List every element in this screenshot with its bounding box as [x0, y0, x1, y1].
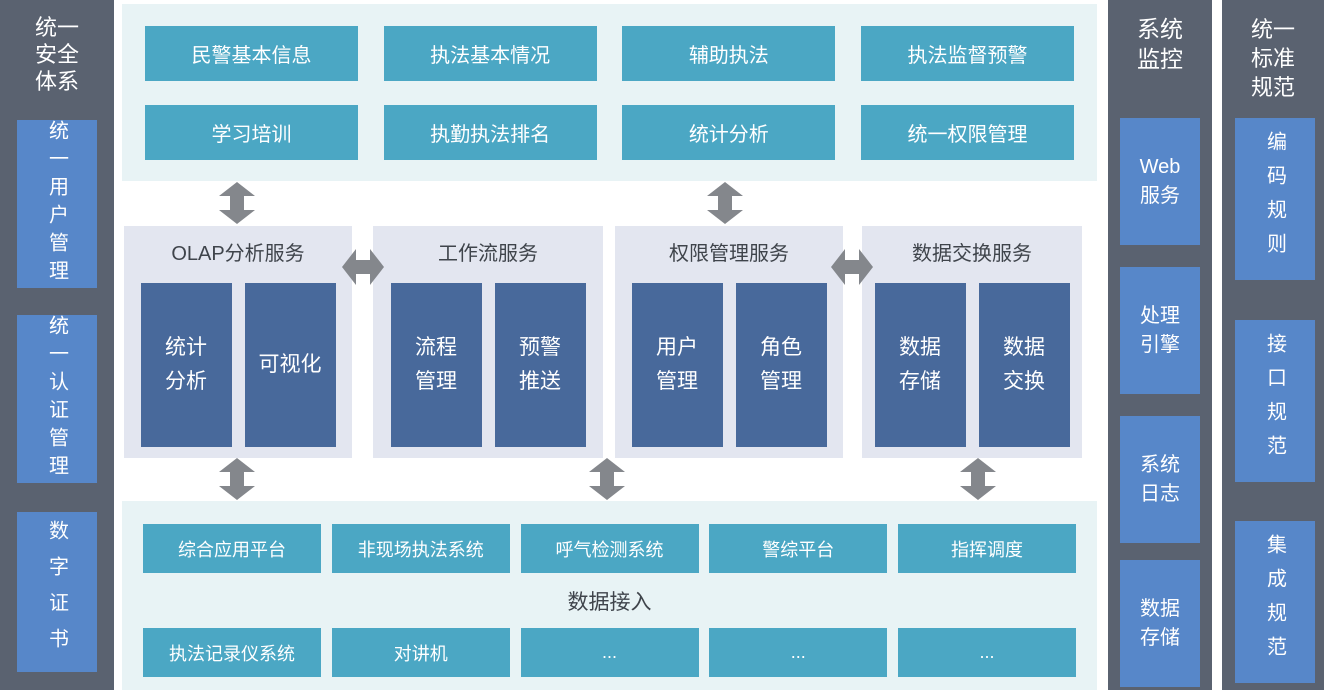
standards-item-label: 接口规范	[1263, 333, 1286, 469]
service-group-title: 数据交换服务	[912, 243, 1032, 265]
security-item-digital-certificate: 数字证书	[17, 512, 97, 672]
standards-item-interface-spec: 接口规范	[1235, 320, 1315, 482]
security-system-panel: 统一 安全 体系 统一用户管理 统一认证管理 数字证书	[0, 0, 114, 690]
double-arrow-vertical-icon	[960, 458, 996, 500]
service-group-body: 统计 分析 可视化	[124, 283, 352, 447]
standards-item-label: 编码规则	[1263, 131, 1286, 267]
standards-item-coding-rules: 编码规则	[1235, 118, 1315, 280]
standards-panel: 统一 标准 规范 编码规则 接口规范 集成规范	[1222, 0, 1324, 690]
standards-item-integration-spec: 集成规范	[1235, 521, 1315, 683]
security-item-label: 统一认证管理	[45, 315, 68, 483]
double-arrow-vertical-icon	[219, 182, 255, 224]
service-group-title: OLAP分析服务	[171, 243, 305, 265]
access-block-offsite-enforcement: 非现场执法系统	[331, 524, 510, 573]
double-arrow-vertical-icon	[707, 182, 743, 224]
monitor-item-web-service: Web 服务	[1120, 118, 1200, 245]
application-modules-row-2: 学习培训 执勤执法排名 统计分析 统一权限管理	[122, 105, 1097, 160]
access-devices-row: 执法记录仪系统 对讲机 ... ... ...	[122, 628, 1097, 677]
data-access-label: 数据接入	[567, 591, 652, 614]
standards-item-label: 集成规范	[1263, 534, 1286, 670]
service-block-process-management: 流程 管理	[390, 283, 482, 447]
service-block-warning-push: 预警 推送	[494, 283, 586, 447]
service-block-user-management: 用户 管理	[631, 283, 723, 447]
service-group-body: 用户 管理 角色 管理	[615, 283, 843, 447]
service-group-olap: OLAP分析服务 统计 分析 可视化	[124, 226, 352, 458]
access-block-ellipsis: ...	[520, 628, 699, 677]
service-group-permission: 权限管理服务 用户 管理 角色 管理	[615, 226, 843, 458]
security-item-label: 统一用户管理	[45, 120, 68, 288]
module-block-learning-training: 学习培训	[145, 105, 358, 160]
double-arrow-vertical-icon	[589, 458, 625, 500]
module-block-supervision-warning: 执法监督预警	[860, 26, 1074, 81]
double-arrow-horizontal-icon	[342, 249, 384, 285]
monitor-item-system-log: 系统 日志	[1120, 416, 1200, 543]
standards-panel-title: 统一 标准 规范	[1250, 17, 1295, 100]
monitor-item-data-storage: 数据 存储	[1120, 560, 1200, 687]
service-group-title: 权限管理服务	[669, 243, 789, 265]
service-block-data-exchange: 数据 交换	[978, 283, 1070, 447]
system-monitor-panel: 系统 监控 Web 服务 处理 引擎 系统 日志 数据 存储	[1108, 0, 1212, 690]
module-block-assisted-enforcement: 辅助执法	[622, 26, 836, 81]
access-block-intercom: 对讲机	[331, 628, 510, 677]
service-block-data-storage: 数据 存储	[874, 283, 966, 447]
module-block-law-enforcement-basic: 执法基本情况	[383, 26, 597, 81]
service-group-workflow: 工作流服务 流程 管理 预警 推送	[373, 226, 603, 458]
service-block-role-management: 角色 管理	[735, 283, 827, 447]
monitor-item-processing-engine: 处理 引擎	[1120, 267, 1200, 394]
access-block-body-camera: 执法记录仪系统	[143, 628, 321, 677]
security-item-label: 数字证书	[45, 520, 68, 664]
service-group-data-exchange: 数据交换服务 数据 存储 数据 交换	[862, 226, 1082, 458]
service-block-statistics: 统计 分析	[140, 283, 232, 447]
module-block-statistic-analysis: 统计分析	[622, 105, 836, 160]
access-block-police-platform: 警综平台	[709, 524, 888, 573]
module-block-police-basic-info: 民警基本信息	[145, 26, 358, 81]
access-block-ellipsis: ...	[709, 628, 888, 677]
module-block-duty-ranking: 执勤执法排名	[383, 105, 597, 160]
double-arrow-vertical-icon	[219, 458, 255, 500]
service-block-visualization: 可视化	[244, 283, 336, 447]
access-block-command-dispatch: 指挥调度	[898, 524, 1076, 573]
access-block-breath-test: 呼气检测系统	[520, 524, 699, 573]
access-block-ellipsis: ...	[898, 628, 1076, 677]
security-item-auth-management: 统一认证管理	[17, 315, 97, 483]
security-panel-title: 统一 安全 体系	[34, 15, 79, 94]
access-block-integrated-platform: 综合应用平台	[143, 524, 321, 573]
application-modules-panel: 民警基本信息 执法基本情况 辅助执法 执法监督预警 学习培训 执勤执法排名 统计…	[122, 4, 1097, 181]
service-group-title: 工作流服务	[438, 243, 538, 265]
access-systems-row: 综合应用平台 非现场执法系统 呼气检测系统 警综平台 指挥调度	[122, 524, 1097, 573]
application-modules-row-1: 民警基本信息 执法基本情况 辅助执法 执法监督预警	[122, 26, 1097, 81]
monitor-panel-title: 系统 监控	[1137, 16, 1183, 72]
double-arrow-horizontal-icon	[831, 249, 873, 285]
security-item-user-management: 统一用户管理	[17, 120, 97, 288]
data-access-panel: 综合应用平台 非现场执法系统 呼气检测系统 警综平台 指挥调度 数据接入 执法记…	[122, 501, 1097, 690]
service-group-body: 流程 管理 预警 推送	[373, 283, 603, 447]
module-block-permission-management: 统一权限管理	[860, 105, 1074, 160]
service-group-body: 数据 存储 数据 交换	[862, 283, 1082, 447]
